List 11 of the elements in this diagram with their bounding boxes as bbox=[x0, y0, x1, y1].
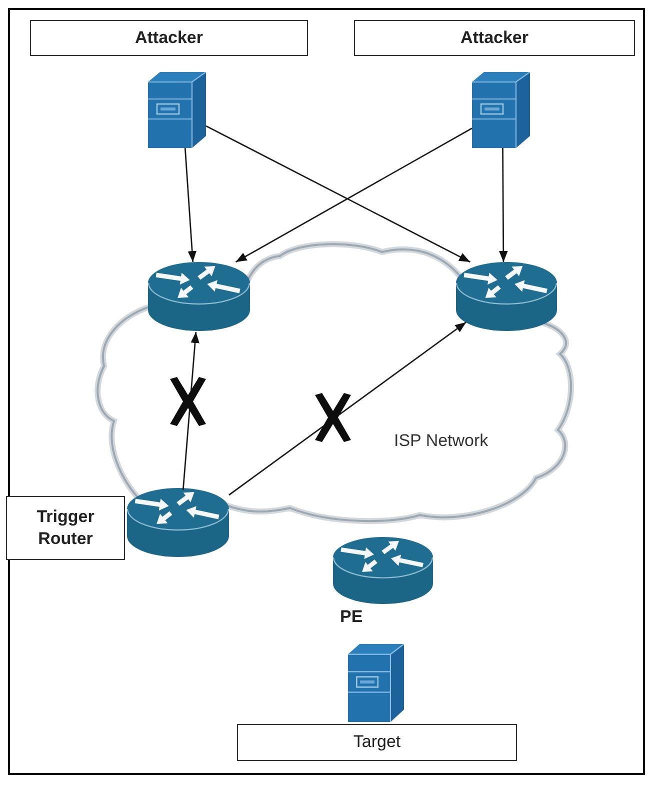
router-icon bbox=[333, 537, 433, 605]
server-icon bbox=[348, 644, 404, 722]
label-box: Attacker bbox=[30, 20, 308, 56]
label-box: Target bbox=[237, 724, 517, 761]
device-label: PE bbox=[340, 607, 363, 627]
arrow bbox=[184, 148, 197, 262]
label-box: Trigger Router bbox=[6, 496, 125, 560]
server-icon bbox=[148, 72, 206, 148]
server-icon bbox=[472, 72, 530, 148]
label-box: Attacker bbox=[354, 20, 635, 56]
arrow bbox=[499, 148, 508, 262]
